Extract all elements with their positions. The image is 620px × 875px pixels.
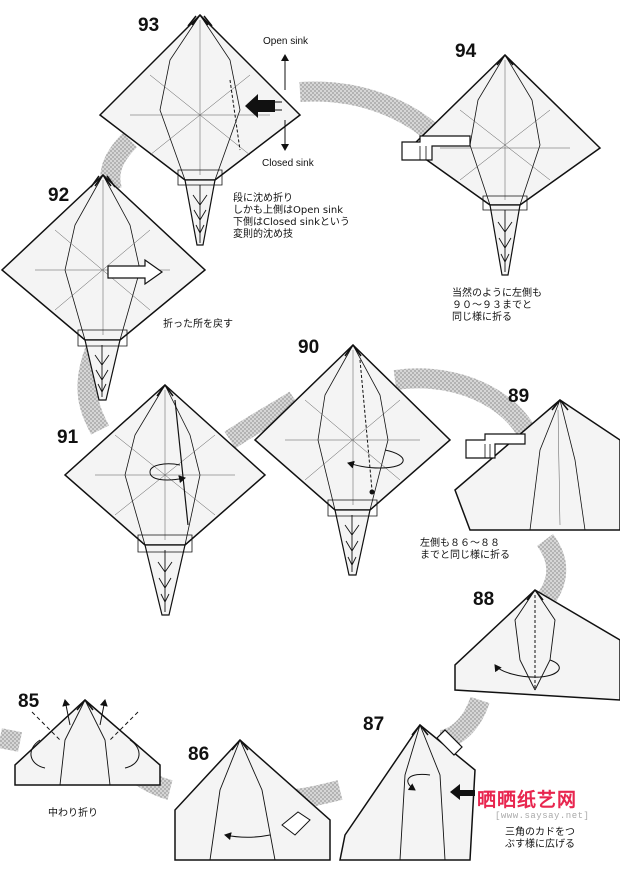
step-number-87: 87 [363, 714, 385, 735]
step-91-diagram [63, 383, 267, 616]
step-89-diagram [454, 399, 620, 531]
step-85-diagram [14, 698, 161, 786]
step-number-92: 92 [48, 185, 70, 206]
step-92-diagram [0, 173, 207, 401]
step-94-caption: 当然のように左側も ９０～９３までと 同じ様に折る [452, 288, 542, 323]
step-number-89: 89 [508, 386, 530, 407]
closed-sink-label: Closed sink [262, 158, 314, 169]
step-number-90: 90 [298, 337, 320, 358]
open-sink-label: Open sink [263, 36, 309, 47]
step-93-caption: 段に沈め折り しかも上側はOpen sink 下側はClosed sinkという… [233, 193, 350, 240]
step-number-94: 94 [455, 41, 477, 62]
step-85-caption: 中わり折り [48, 808, 98, 819]
step-92-caption: 折った所を戻す [163, 319, 233, 330]
step-number-93: 93 [138, 15, 160, 36]
step-87-caption: 三角のカドをつ ぶす様に広げる [505, 827, 575, 850]
step-number-85: 85 [18, 691, 40, 712]
step-number-91: 91 [57, 427, 79, 448]
step-number-88: 88 [473, 589, 495, 610]
step-86-diagram [174, 738, 331, 861]
watermark-url: [www.saysay.net] [495, 811, 590, 821]
watermark-site-name: 晒晒纸艺网 [477, 789, 578, 811]
step-number-86: 86 [188, 744, 210, 765]
step-93-diagram [98, 13, 302, 246]
step-87-diagram [339, 723, 476, 861]
step-90-diagram [253, 343, 452, 576]
step-88-diagram [454, 589, 620, 701]
step-89-caption: 左側も８６～８８ までと同じ様に折る [420, 538, 510, 561]
step-94-diagram [401, 53, 602, 276]
